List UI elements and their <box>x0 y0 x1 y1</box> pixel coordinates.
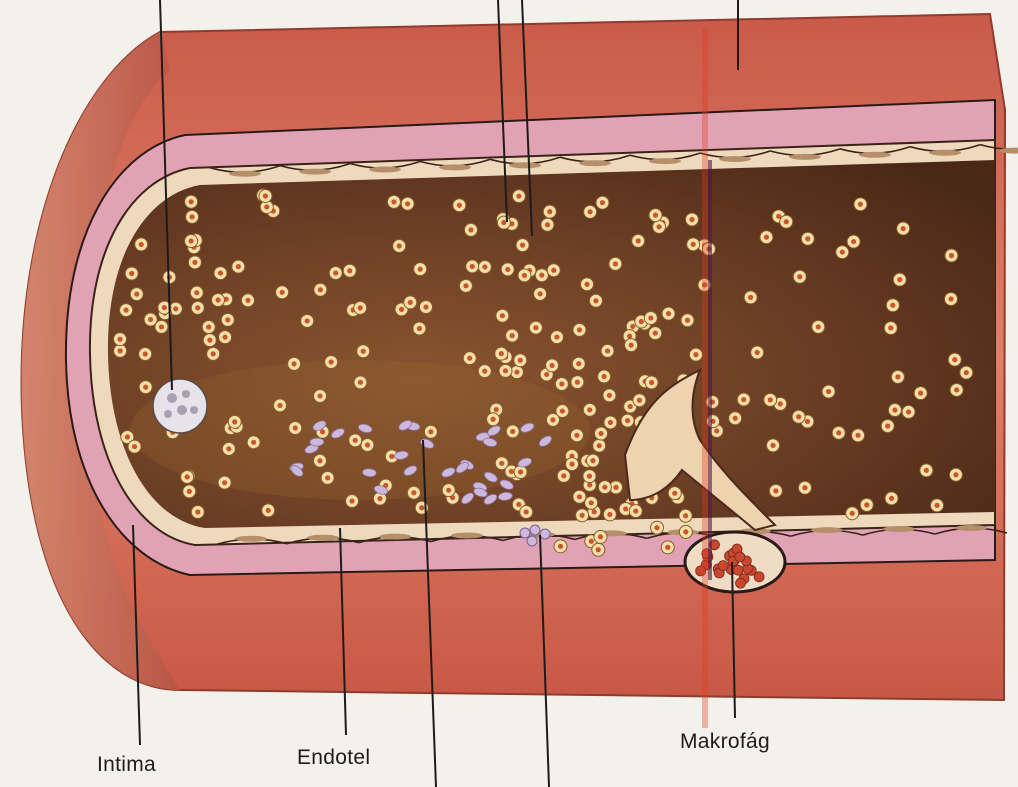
endotel-label: Endotel <box>297 746 370 770</box>
makrofag-label: Makrofág <box>680 730 770 754</box>
white-blood-cell-icon <box>153 379 207 433</box>
macrophage-icon <box>685 532 785 592</box>
intima-label: Intima <box>97 753 156 777</box>
scan-streak <box>702 28 708 728</box>
